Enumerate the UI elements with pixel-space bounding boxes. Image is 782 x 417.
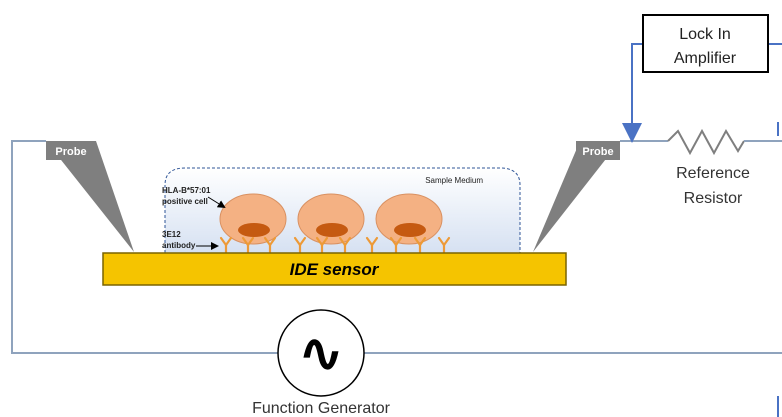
reference-resistor-label-line2: Resistor [684, 190, 743, 207]
sample-medium-label: Sample Medium [425, 176, 483, 185]
lockin-connection-arrow [622, 43, 643, 143]
antibody-icon [263, 236, 277, 255]
antibody-icon [241, 236, 255, 255]
probe-right-needle [533, 141, 620, 252]
circuit-wire-left [11, 140, 278, 354]
sine-wave-icon: ∿ [298, 321, 345, 384]
ide-sensor [102, 252, 567, 286]
antibody-icon [437, 236, 451, 255]
antibody-icon [219, 236, 233, 255]
probe-left-label: Probe [55, 146, 86, 158]
lock-in-amplifier-label-line1: Lock In [679, 26, 731, 43]
antibody-label-line1: 3E12 [162, 230, 181, 239]
probe-right-body [576, 141, 620, 160]
resistor-symbol [667, 128, 745, 156]
lock-in-amplifier-label-line2: Amplifier [674, 50, 737, 67]
antibody-icon [338, 236, 352, 255]
antibody-icon [389, 236, 403, 255]
function-generator-symbol [277, 309, 365, 397]
antibody-icon [413, 236, 427, 255]
cell-2 [297, 193, 365, 245]
function-generator-label: Function Generator [252, 400, 391, 417]
cell-3 [375, 193, 443, 245]
cell-label-arrow [207, 196, 226, 209]
cell-label-line1: HLA-B*57:01 [162, 186, 211, 195]
antibody-icon [365, 236, 379, 255]
cell-label-line2: positive cell [162, 197, 208, 206]
antibody-icon [315, 236, 329, 255]
reference-resistor-label-line1: Reference [676, 165, 750, 182]
cell-1 [219, 193, 287, 245]
antibody-row [219, 236, 451, 255]
probe-left-needle [46, 141, 134, 252]
lock-in-amplifier-box [642, 14, 769, 73]
antibody-icon [293, 236, 307, 255]
probe-left-body [46, 141, 96, 160]
antibody-label-line2: antibody [162, 241, 196, 250]
probe-right-label: Probe [582, 146, 613, 158]
ide-sensor-label: IDE sensor [290, 260, 380, 279]
